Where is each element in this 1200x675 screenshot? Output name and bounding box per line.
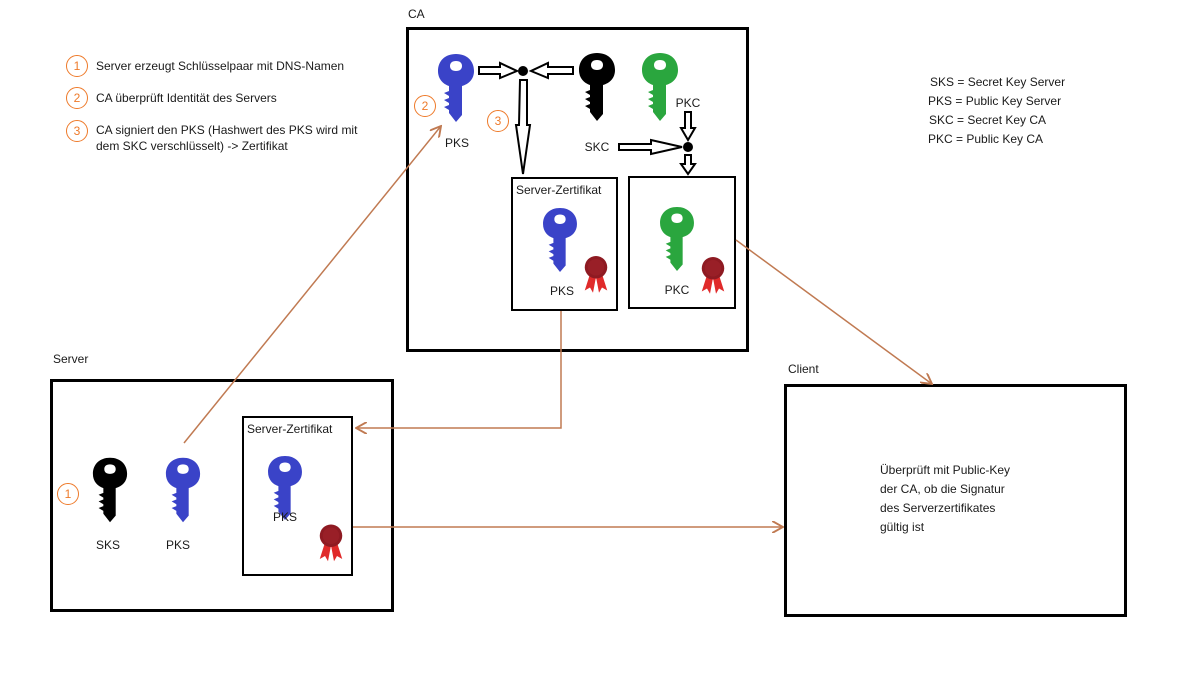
server-cert-pks-label: PKS xyxy=(272,510,297,524)
client-text-line: gültig ist xyxy=(880,520,925,534)
ca-pks-label: PKS xyxy=(444,136,469,150)
ca-server-certificate: Server-Zertifikat PKS xyxy=(511,177,618,311)
ca-skc-label: SKC xyxy=(584,140,610,154)
ca-cert-pks-label: PKS xyxy=(549,284,574,298)
ca-pkc-label: PKC xyxy=(675,96,701,110)
ca-cert-pkc-label: PKC xyxy=(664,283,690,297)
step-1-badge: 1 xyxy=(66,55,88,77)
ca-server-certificate-title: Server-Zertifikat xyxy=(516,183,602,197)
step-2-marker: 2 xyxy=(414,95,436,117)
client-text-line: der CA, ob die Signatur xyxy=(880,482,1005,496)
server-sks-label: SKS xyxy=(95,538,120,552)
client-title: Client xyxy=(788,362,819,376)
ca-pks-key-icon xyxy=(436,53,476,123)
client-text-line: Überprüft mit Public-Key xyxy=(880,463,1011,477)
step-1-marker: 1 xyxy=(57,483,79,505)
server-certificate: Server-Zertifikat PKS xyxy=(242,416,353,576)
step-3-text-line2: dem SKC verschlüsselt) -> Zertifikat xyxy=(96,139,288,153)
server-certificate-title: Server-Zertifikat xyxy=(247,422,333,436)
arrow-ca-pkc-to-client xyxy=(735,239,932,384)
legend-skc: SKC = Secret Key CA xyxy=(929,113,1047,127)
step-3-marker: 3 xyxy=(487,110,509,132)
ca-title: CA xyxy=(408,7,425,21)
server-title: Server xyxy=(53,352,89,366)
step-3-badge: 3 xyxy=(66,120,88,142)
server-pks-label: PKS xyxy=(165,538,190,552)
certificate-seal-icon xyxy=(698,255,728,295)
ca-cert-pks-key-icon xyxy=(541,207,579,273)
legend-sks: SKS = Secret Key Server xyxy=(930,75,1066,89)
ca-cert-pkc-key-icon xyxy=(658,206,696,272)
step-2-badge: 2 xyxy=(66,87,88,109)
step-1-text: Server erzeugt Schlüsselpaar mit DNS-Nam… xyxy=(96,59,345,73)
legend: SKS = Secret Key Server PKS = Public Key… xyxy=(928,73,1065,149)
ca-root-certificate: PKC xyxy=(628,176,736,309)
client-box xyxy=(784,384,1127,617)
ca-skc-key-icon xyxy=(577,52,617,122)
certificate-seal-icon xyxy=(316,520,346,565)
legend-pks: PKS = Public Key Server xyxy=(928,94,1062,108)
step-3-text-line1: CA signiert den PKS (Hashwert des PKS wi… xyxy=(96,123,358,137)
server-sks-key-icon xyxy=(91,455,129,525)
client-text-line: des Serverzertifikates xyxy=(880,501,996,515)
client-verification-text: Überprüft mit Public-Key der CA, ob die … xyxy=(880,461,1010,537)
step-2-text: CA überprüft Identität des Servers xyxy=(96,91,277,105)
legend-pkc: PKC = Public Key CA xyxy=(928,132,1044,146)
ca-pkc-key-icon xyxy=(640,52,680,122)
server-pks-key-icon xyxy=(164,455,202,525)
certificate-seal-icon xyxy=(581,254,611,294)
